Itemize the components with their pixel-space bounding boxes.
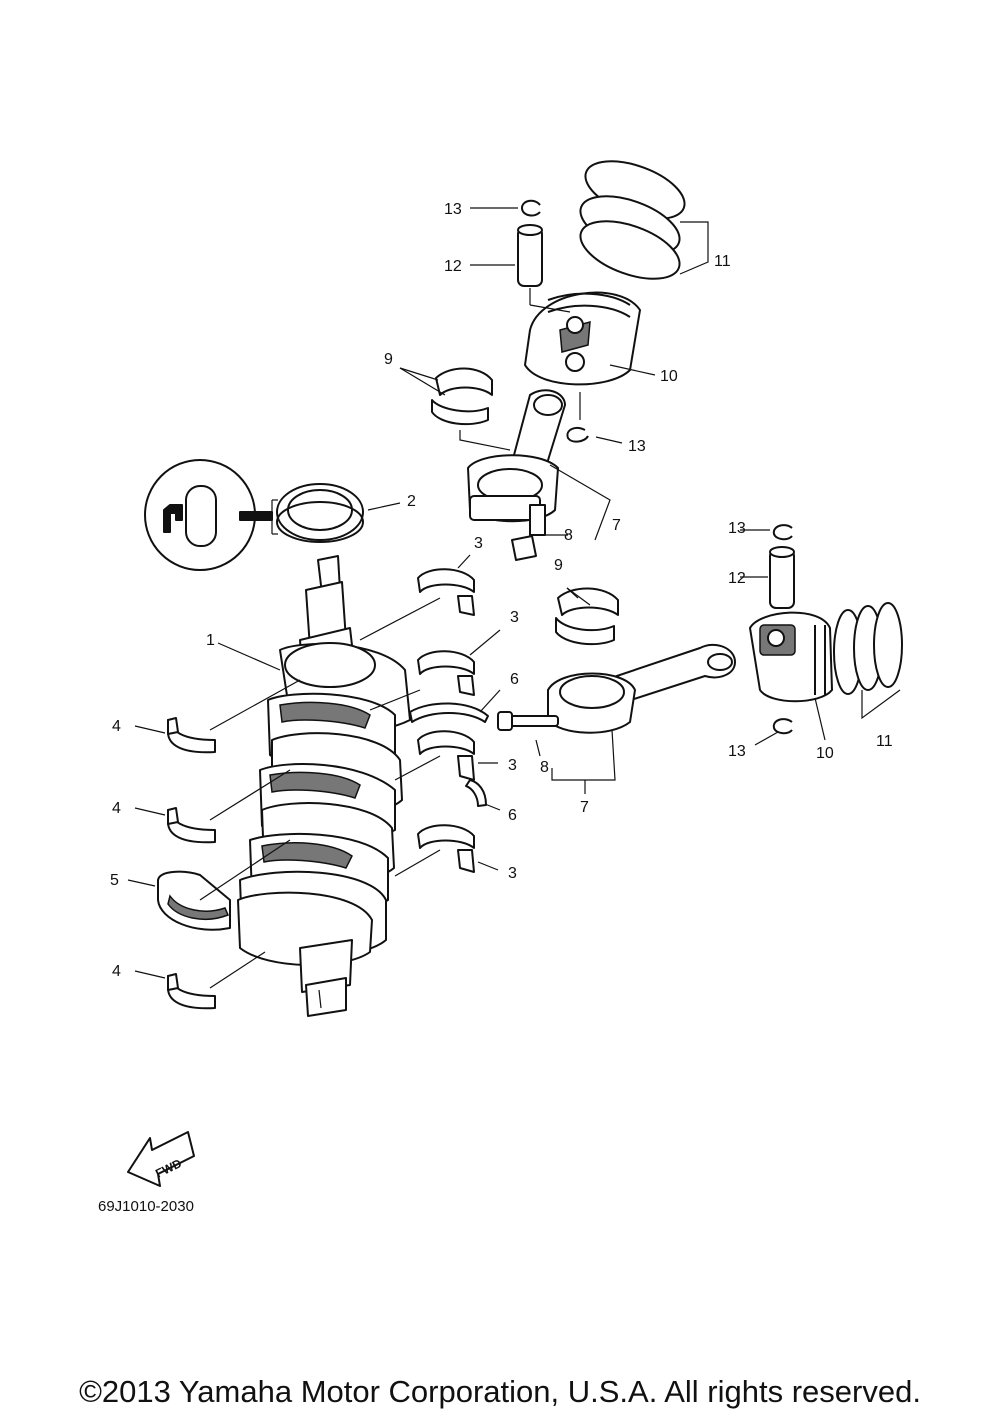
callout-12a: 12 [444, 258, 462, 275]
piston-upper [524, 288, 641, 420]
callout-10a: 10 [660, 368, 678, 385]
callout-7a: 7 [612, 517, 621, 534]
fwd-arrow-icon: FWD [127, 1131, 195, 1187]
thrust-bearings-6 [409, 702, 489, 807]
callout-2: 2 [407, 493, 416, 510]
callout-4a: 4 [112, 718, 121, 735]
callout-10b: 10 [816, 745, 834, 762]
main-bearings-3 [417, 568, 475, 873]
callout-6a: 6 [510, 671, 519, 688]
conrod-bearing-upper [431, 367, 493, 426]
callout-8b: 8 [540, 759, 549, 776]
callout-3d: 3 [508, 865, 517, 882]
conrod-bolt-upper [511, 504, 546, 561]
callout-5: 5 [110, 872, 119, 889]
callout-9a: 9 [384, 351, 393, 368]
piston-pin-lower [769, 546, 795, 609]
leader-lines [127, 207, 901, 989]
callout-13c: 13 [728, 520, 746, 537]
piston-rings-lower [833, 602, 903, 695]
piston-pin-clip-upper-top [521, 199, 541, 217]
callout-3c: 3 [508, 757, 517, 774]
callout-12b: 12 [728, 570, 746, 587]
piston-pin-clip-upper-bottom [566, 427, 589, 443]
piston-pin-clip-lower-top [772, 524, 793, 541]
piston-rings-upper [579, 160, 686, 280]
conrod-bearing-lower [555, 587, 619, 646]
callout-4c: 4 [112, 963, 121, 980]
callout-13d: 13 [728, 743, 746, 760]
callout-1: 1 [206, 632, 215, 649]
callout-11b: 11 [876, 733, 893, 750]
diagram-code: 69J1010-2030 [98, 1198, 194, 1215]
callout-11a: 11 [714, 253, 731, 270]
callout-9b: 9 [554, 557, 563, 574]
callout-13a: 13 [444, 201, 462, 218]
piston-lower [749, 611, 833, 703]
callout-6b: 6 [508, 807, 517, 824]
grease-symbol-icon [144, 459, 278, 571]
copyright-notice: ©2013 Yamaha Motor Corporation, U.S.A. A… [79, 1374, 921, 1409]
crankshaft [237, 555, 411, 1017]
oil-seal [276, 483, 364, 543]
callout-4b: 4 [112, 800, 121, 817]
main-bearing-5 [157, 870, 231, 931]
connecting-rod-upper [467, 389, 566, 523]
callout-8a: 8 [564, 527, 573, 544]
callout-3a: 3 [474, 535, 483, 552]
conrod-bolt-lower [497, 711, 559, 731]
callout-13b: 13 [628, 438, 646, 455]
piston-pin-upper [517, 224, 543, 287]
connecting-rod-lower [547, 643, 736, 734]
piston-pin-clip-lower-bottom [772, 718, 793, 735]
main-bearings-4 [167, 717, 216, 1010]
callout-7b: 7 [580, 799, 589, 816]
callout-3b: 3 [510, 609, 519, 626]
